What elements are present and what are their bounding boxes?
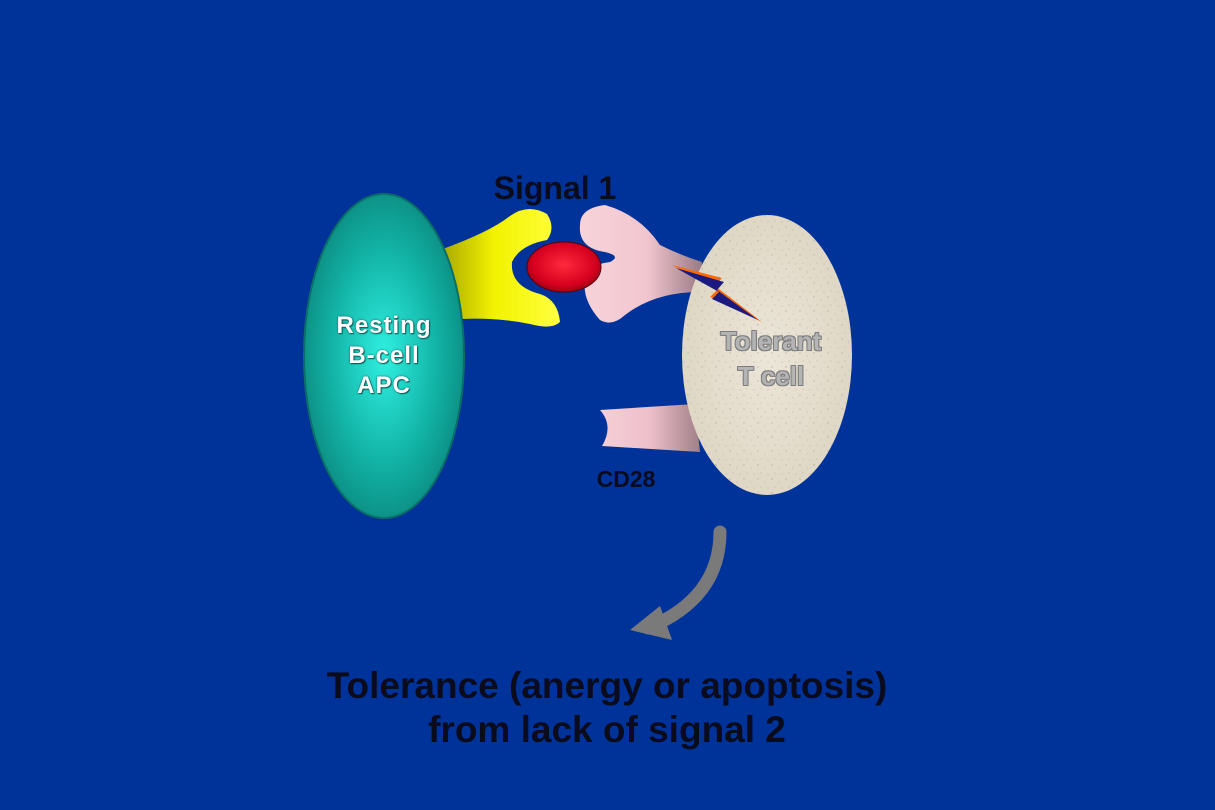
curved-arrow-icon — [630, 525, 727, 640]
cd28-receptor — [600, 404, 700, 452]
signal-1-label: Signal 1 — [493, 170, 617, 206]
caption-line: from lack of signal 2 — [428, 709, 786, 750]
cd28-label: CD28 — [596, 466, 656, 492]
b-cell-label: Resting B-cell APC — [310, 311, 458, 401]
t-cell-label: Tolerant T cell — [688, 324, 854, 394]
t-cell-label-line: T cell — [737, 361, 805, 391]
lightning-bolt-icon — [672, 265, 762, 322]
caption: Tolerance (anergy or apoptosis) from lac… — [232, 664, 982, 752]
t-cell-label-line: Tolerant — [720, 326, 822, 356]
b-cell-label-line: APC — [357, 372, 411, 399]
caption-line: Tolerance (anergy or apoptosis) — [326, 665, 888, 706]
antigen — [526, 241, 602, 293]
mhc-molecule — [440, 208, 560, 327]
tcr-receptor — [579, 205, 702, 323]
b-cell-label-line: Resting — [336, 312, 432, 339]
b-cell — [303, 193, 465, 519]
t-cell-texture — [682, 215, 852, 495]
b-cell-label-line: B-cell — [348, 342, 420, 369]
